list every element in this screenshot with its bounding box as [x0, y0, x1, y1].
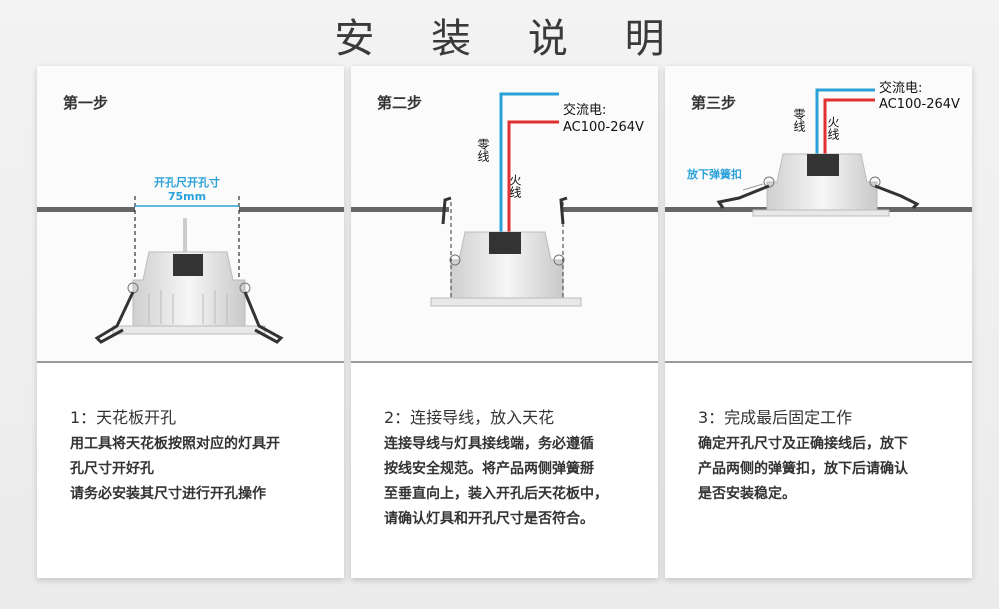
- cutout-dimension: 75mm: [168, 190, 206, 203]
- divider: [665, 361, 972, 363]
- step-label: 第一步: [63, 94, 109, 112]
- neutral-label: 零线: [476, 138, 490, 162]
- step-heading: 3：完成最后固定工作: [698, 408, 853, 427]
- power-label: 交流电:: [879, 80, 922, 96]
- step-card-2: 交流电: AC100-264V 零线 火线 第二步 2：连接导线，放入天花 连接…: [351, 66, 658, 578]
- description-line: 请确认灯具和开孔尺寸是否符合。: [384, 511, 594, 527]
- step-description: 连接导线与灯具接线端，务必遵循 按线安全规范。将产品两侧弹簧掰 至垂直向上，装入…: [384, 432, 639, 532]
- step-label: 第三步: [691, 94, 737, 112]
- step-card-3: 交流电: AC100-264V 零线 火线 放下弹簧扣 第三步 3：完成最后固定…: [665, 66, 972, 578]
- step-heading: 1：天花板开孔: [70, 408, 177, 427]
- divider: [37, 361, 344, 363]
- page-title: 安 装 说 明: [334, 16, 687, 62]
- step-3-illustration: 交流电: AC100-264V 零线 火线 放下弹簧扣: [665, 66, 972, 361]
- step-description: 确定开孔尺寸及正确接线后，放下 产品两侧的弹簧扣，放下后请确认 是否安装稳定。: [698, 432, 953, 507]
- description-line: 用工具将天花板按照对应的灯具开: [70, 436, 280, 452]
- description-line: 孔尺寸开好孔: [70, 461, 154, 477]
- description-line: 产品两侧的弹簧扣，放下后请确认: [698, 461, 908, 477]
- voltage-label: AC100-264V: [563, 120, 644, 135]
- step-card-1: 开孔尺开孔寸 75mm 第一步 1：天花板开孔 用工具将天花板按照对应的灯具开 …: [37, 66, 344, 578]
- live-label: 火线: [508, 174, 522, 198]
- power-label: 交流电:: [563, 102, 606, 118]
- step-heading: 2：连接导线，放入天花: [384, 408, 555, 427]
- description-line: 连接导线与灯具接线端，务必遵循: [384, 436, 594, 452]
- step-label: 第二步: [377, 94, 423, 112]
- voltage-label: AC100-264V: [879, 97, 960, 112]
- step-description: 用工具将天花板按照对应的灯具开 孔尺寸开好孔 请务必安装其尺寸进行开孔操作: [70, 432, 325, 507]
- cutout-annotation: 开孔尺开孔寸: [154, 175, 220, 189]
- live-label: 火线: [826, 116, 840, 140]
- step-1-illustration: 开孔尺开孔寸 75mm: [37, 66, 344, 361]
- description-line: 按线安全规范。将产品两侧弹簧掰: [384, 461, 594, 477]
- description-line: 确定开孔尺寸及正确接线后，放下: [698, 436, 908, 452]
- description-line: 请务必安装其尺寸进行开孔操作: [70, 486, 266, 502]
- description-line: 是否安装稳定。: [698, 486, 796, 502]
- spring-annotation: 放下弹簧扣: [686, 167, 742, 181]
- neutral-label: 零线: [792, 108, 806, 132]
- description-line: 至垂直向上，装入开孔后天花板中，: [384, 486, 608, 502]
- divider: [351, 361, 658, 363]
- step-2-illustration: 交流电: AC100-264V 零线 火线: [351, 66, 658, 361]
